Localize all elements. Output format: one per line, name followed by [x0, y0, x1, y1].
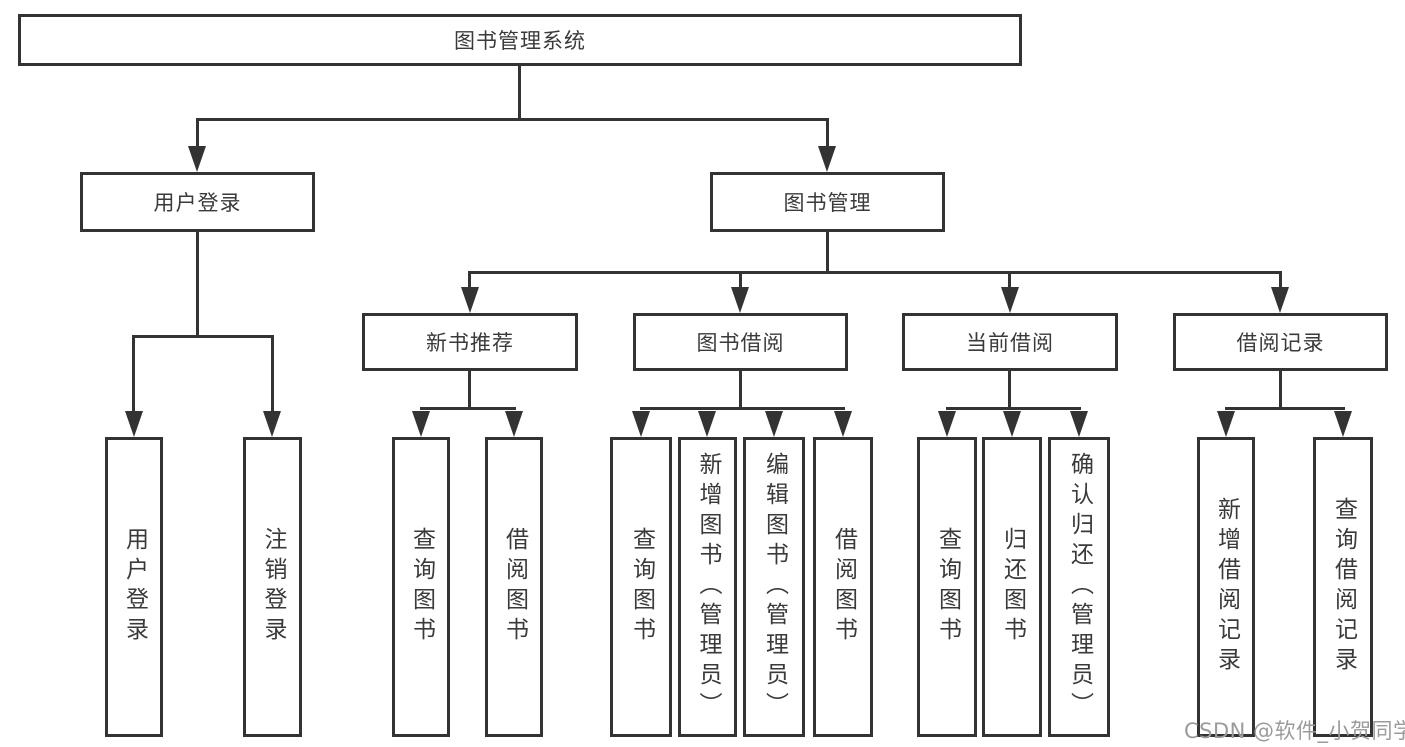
- node-user-login: 用户登录: [80, 172, 315, 232]
- node-book-borrowing-label: 图书借阅: [696, 331, 785, 355]
- leaf-query-books-label: 查询图书: [628, 527, 655, 647]
- arrow-down-icon: [461, 287, 479, 313]
- leaf-edit-book-admin: 编辑图书（管理员）: [743, 437, 805, 737]
- arrow-down-icon: [834, 411, 852, 437]
- leaf-query-books-borrowing: 查询图书: [610, 437, 672, 737]
- leaf-add-borrow-record-label: 新增借阅记录: [1213, 497, 1240, 677]
- arrow-down-icon: [938, 411, 956, 437]
- node-book-management: 图书管理: [710, 172, 945, 232]
- leaf-borrow-books-label: 借阅图书: [501, 527, 528, 647]
- connector-book-management-hline: [469, 271, 1282, 274]
- node-book-borrowing: 图书借阅: [633, 313, 848, 371]
- arrow-down-icon: [263, 411, 281, 437]
- connector-hline: [420, 407, 516, 410]
- leaf-add-borrow-record: 新增借阅记录: [1197, 437, 1255, 737]
- arrow-down-icon: [698, 411, 716, 437]
- arrow-down-icon: [1271, 287, 1289, 313]
- leaf-logout: 注销登录: [243, 437, 302, 737]
- connector-stem: [132, 335, 135, 411]
- arrow-down-icon: [188, 146, 206, 172]
- connector-vline: [1008, 369, 1011, 410]
- node-new-book-recommendation: 新书推荐: [362, 313, 578, 371]
- node-current-borrowing-label: 当前借阅: [966, 331, 1054, 355]
- leaf-add-book-admin: 新增图书（管理员）: [678, 437, 737, 737]
- connector-stem: [1008, 271, 1011, 289]
- arrow-down-icon: [1334, 411, 1352, 437]
- leaf-user-login-label: 用户登录: [121, 527, 148, 647]
- arrow-down-icon: [765, 411, 783, 437]
- connector-user-login-vline: [196, 230, 199, 337]
- leaf-query-borrow-record-label: 查询借阅记录: [1330, 497, 1357, 677]
- arrow-down-icon: [818, 146, 836, 172]
- leaf-borrow-books-label: 借阅图书: [830, 527, 857, 647]
- connector-user-login-hline: [133, 335, 274, 338]
- connector-book-management-vline: [826, 230, 829, 274]
- connector-hline: [640, 407, 845, 410]
- leaf-query-borrow-record: 查询借阅记录: [1313, 437, 1373, 737]
- connector-vline: [468, 369, 471, 410]
- connector-vline: [739, 369, 742, 410]
- leaf-query-books-current: 查询图书: [917, 437, 977, 737]
- arrow-down-icon: [1070, 411, 1088, 437]
- arrow-down-icon: [125, 411, 143, 437]
- arrow-down-icon: [1217, 411, 1235, 437]
- node-library-system: 图书管理系统: [18, 14, 1022, 66]
- node-borrowing-records-label: 借阅记录: [1236, 331, 1325, 355]
- leaf-logout-label: 注销登录: [260, 527, 286, 647]
- arrow-down-icon: [1003, 411, 1021, 437]
- leaf-borrow-books-recommend: 借阅图书: [485, 437, 543, 737]
- leaf-query-books-label: 查询图书: [408, 527, 435, 647]
- connector-root-hline: [196, 118, 829, 121]
- leaf-query-books-label: 查询图书: [934, 527, 961, 647]
- connector-stem: [826, 118, 829, 148]
- connector-stem: [271, 335, 274, 411]
- node-book-management-label: 图书管理: [783, 191, 872, 215]
- node-new-book-recommendation-label: 新书推荐: [426, 331, 514, 355]
- arrow-down-icon: [1001, 287, 1019, 313]
- connector-vline: [1279, 369, 1282, 410]
- leaf-query-books-recommend: 查询图书: [392, 437, 450, 737]
- connector-root-vline: [518, 64, 521, 120]
- arrow-down-icon: [731, 287, 749, 313]
- arrow-down-icon: [505, 411, 523, 437]
- leaf-edit-book-admin-label: 编辑图书（管理员）: [761, 452, 788, 722]
- csdn-watermark: CSDN @软件_小贺同学: [1184, 719, 1405, 743]
- leaf-confirm-return-admin-label: 确认归还（管理员）: [1066, 452, 1093, 722]
- connector-hline: [946, 407, 1081, 410]
- node-current-borrowing: 当前借阅: [902, 313, 1118, 371]
- connector-stem: [468, 271, 471, 289]
- leaf-borrow-books-borrowing: 借阅图书: [813, 437, 873, 737]
- node-library-system-label: 图书管理系统: [454, 29, 586, 53]
- arrow-down-icon: [632, 411, 650, 437]
- connector-stem: [739, 271, 742, 289]
- node-borrowing-records: 借阅记录: [1173, 313, 1388, 371]
- connector-hline: [1225, 407, 1345, 410]
- leaf-add-book-admin-label: 新增图书（管理员）: [695, 452, 721, 722]
- leaf-return-books: 归还图书: [982, 437, 1042, 737]
- leaf-return-books-label: 归还图书: [999, 527, 1026, 647]
- node-user-login-label: 用户登录: [153, 191, 242, 215]
- arrow-down-icon: [412, 411, 430, 437]
- connector-stem: [196, 118, 199, 148]
- leaf-user-login: 用户登录: [105, 437, 163, 737]
- connector-stem: [1279, 271, 1282, 289]
- leaf-confirm-return-admin: 确认归还（管理员）: [1048, 437, 1110, 737]
